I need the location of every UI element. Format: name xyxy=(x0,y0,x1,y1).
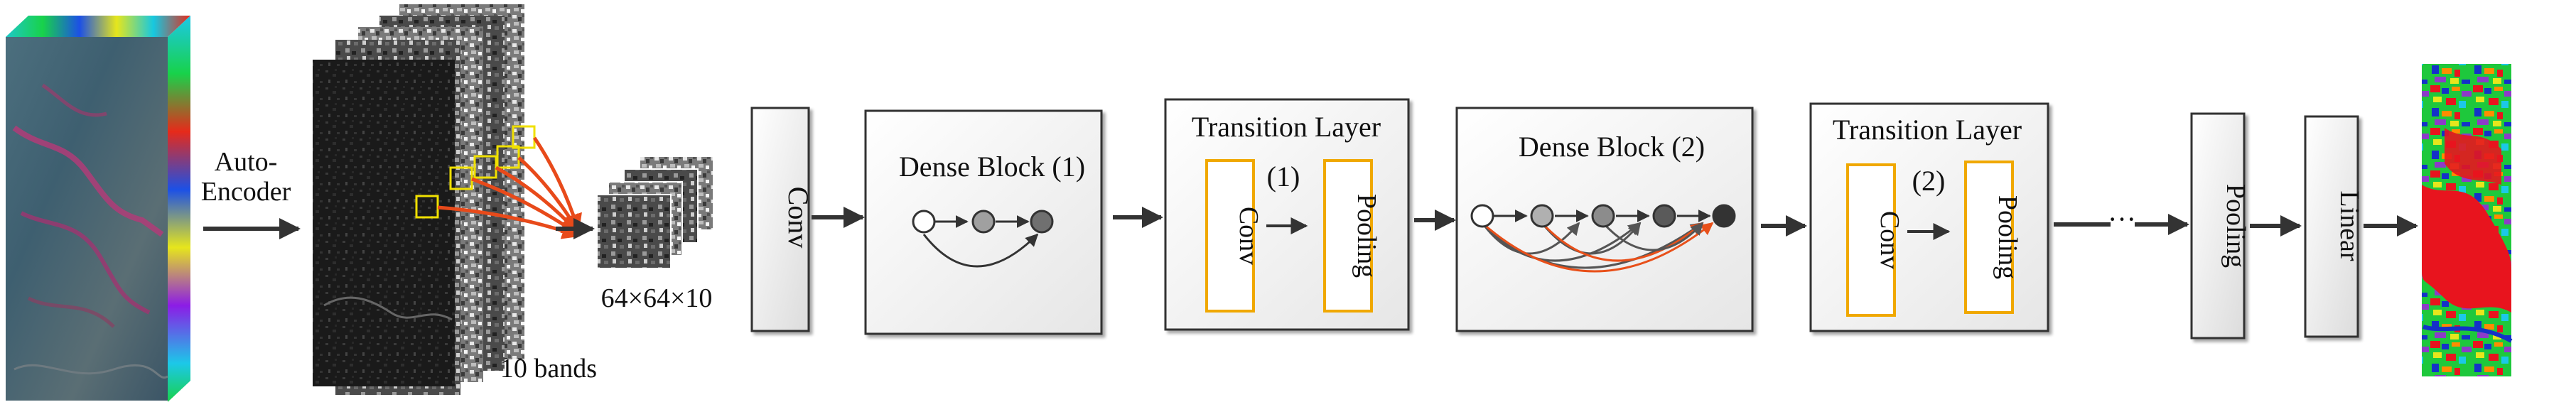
linear-block-label: Linear xyxy=(2334,190,2364,261)
transition-layer-2-index: (2) xyxy=(1912,165,1946,197)
transition-layer-2: Transition Layer (2) Conv Pooling xyxy=(1809,102,2049,332)
patch-size-label: 64×64×10 xyxy=(601,283,713,313)
transition-2-pool-label: Pooling xyxy=(1993,195,2022,279)
autoencoder-label-line2: Encoder xyxy=(201,177,291,207)
transition-2-pool-box: Pooling xyxy=(1964,161,2022,314)
classification-map xyxy=(2422,64,2513,376)
conv-block-label: Conv xyxy=(782,187,814,249)
feature-map-stack xyxy=(313,4,524,395)
dense-block-2-graph xyxy=(1470,204,1736,273)
transition-layer-1-title: Transition Layer xyxy=(1192,111,1381,143)
dense-block-2-label: Dense Block (2) xyxy=(1519,131,1705,163)
transition-1-conv-box: Conv xyxy=(1205,159,1263,313)
conv-block: Conv xyxy=(750,107,814,332)
transition-1-pool-label: Pooling xyxy=(1352,194,1381,278)
transition-2-conv-box: Conv xyxy=(1846,163,1904,317)
autoencoder-label-line1: Auto- xyxy=(215,147,278,177)
transition-1-conv-label: Conv xyxy=(1234,207,1263,265)
linear-block: Linear xyxy=(2304,115,2364,338)
pooling-block-label: Pooling xyxy=(2221,184,2251,268)
transition-2-conv-label: Conv xyxy=(1875,211,1904,269)
transition-1-pool-box: Pooling xyxy=(1323,159,1381,313)
hyperspectral-image-cube xyxy=(6,16,190,402)
image-patch-stack xyxy=(596,156,714,269)
transition-layer-1-index: (1) xyxy=(1267,161,1300,192)
ellipsis-label: ··· xyxy=(2108,203,2136,235)
transition-layer-1: Transition Layer (1) Conv Pooling xyxy=(1164,98,1410,331)
dense-block-2: Dense Block (2) xyxy=(1455,107,1754,332)
dense-block-1: Dense Block (1) xyxy=(864,109,1103,335)
patch-sampling-arrows xyxy=(437,136,582,239)
bands-label: 10 bands xyxy=(500,354,597,384)
transition-layer-2-title: Transition Layer xyxy=(1833,114,2022,146)
dense-block-1-label: Dense Block (1) xyxy=(899,151,1085,183)
dense-block-1-graph xyxy=(912,210,1054,268)
patch-selection-boxes xyxy=(415,125,536,219)
pooling-block: Pooling xyxy=(2190,112,2251,339)
